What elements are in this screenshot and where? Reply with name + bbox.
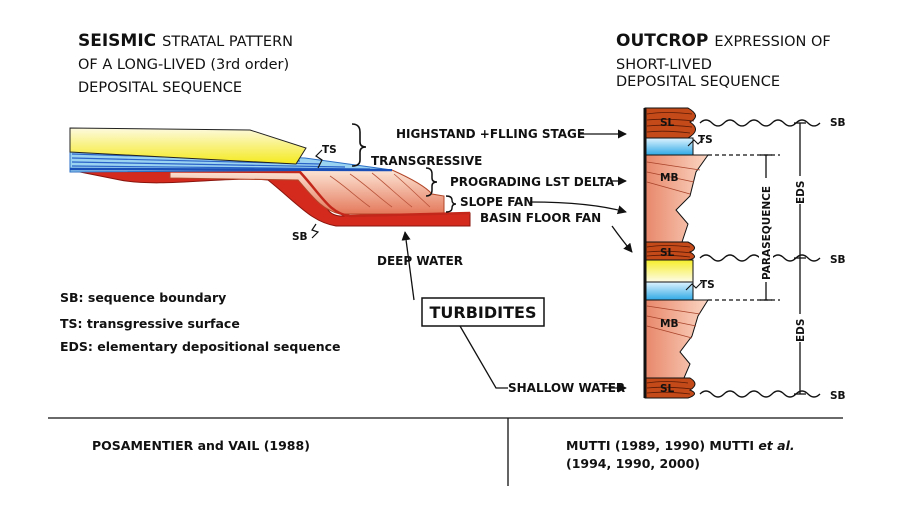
mb-layer-bottom	[644, 299, 709, 379]
legend-sb: SB: sequence boundary	[60, 290, 226, 305]
outcrop-column: SL SL SL MB MB TS TS	[643, 107, 715, 399]
sb-label-seismic: SB	[292, 231, 308, 243]
parasequence-label: PARASEQUENCE	[761, 186, 773, 280]
legend: SB: sequence boundary TS: transgressive …	[60, 290, 341, 354]
highstand-wedge	[69, 127, 307, 165]
ts-pointer	[315, 149, 323, 169]
ts-label-top: TS	[698, 134, 713, 146]
middle-labels: HIGHSTAND +FLLING STAGE TRANSGRESSIVE PR…	[371, 127, 633, 395]
reference-right-line2: (1994, 1990, 2000)	[566, 456, 700, 471]
legend-eds: EDS: elementary depositional sequence	[60, 339, 341, 354]
ts-layer-bottom	[644, 281, 694, 301]
eds-label-top: EDS	[795, 181, 807, 204]
sl-label-middle: SL	[660, 247, 675, 259]
transgressive-brace	[425, 167, 438, 197]
shallow-water-leader	[459, 325, 508, 389]
seismic-section: TS SB	[69, 123, 471, 243]
sb-label-bottom: SB	[830, 390, 846, 402]
sl-layer-top	[644, 107, 696, 139]
mb-layer-top	[644, 154, 709, 243]
ts-layer-top	[644, 137, 694, 156]
deep-water-label: DEEP WATER	[377, 254, 463, 268]
sb-pointer	[311, 223, 320, 239]
highstand-brace	[351, 123, 367, 167]
reference-left: POSAMENTIER and VAIL (1988)	[92, 438, 310, 453]
slope-fan-brace	[445, 195, 457, 213]
highstand-layer-bottom	[644, 259, 694, 283]
turbidites-label: TURBIDITES	[430, 303, 537, 322]
svg-text:DEPOSITAL SEQUENCE: DEPOSITAL SEQUENCE	[616, 74, 780, 90]
sb-label-middle: SB	[830, 254, 846, 266]
shallow-water-label: SHALLOW WATER	[508, 381, 625, 395]
svg-text:SHORT-LIVED: SHORT-LIVED	[616, 57, 712, 73]
sl-label-bottom: SL	[660, 383, 675, 395]
slope-fan-label: SLOPE FAN	[460, 195, 533, 209]
sb-wave-top	[699, 119, 821, 127]
sl-label-top: SL	[660, 117, 675, 129]
reference-right-line1: MUTTI (1989, 1990) MUTTI et al.	[566, 438, 795, 453]
transgressive-label: TRANSGRESSIVE	[371, 154, 482, 168]
eds-label-bottom: EDS	[795, 319, 807, 342]
highstand-label: HIGHSTAND +FLLING STAGE	[396, 127, 585, 141]
ts-label-bottom: TS	[700, 279, 715, 291]
sb-label-top: SB	[830, 117, 846, 129]
prograding-label: PROGRADING LST DELTA	[450, 175, 615, 189]
ts-label-seismic: TS	[322, 144, 337, 156]
outcrop-annotations	[699, 119, 821, 398]
mb-label-bottom: MB	[660, 318, 678, 330]
legend-ts: TS: transgressive surface	[60, 316, 240, 331]
sequence-boundary-line	[69, 169, 471, 218]
mb-label-top: MB	[660, 172, 678, 184]
turbidites-box	[421, 297, 545, 327]
outcrop-side-labels: PARASEQUENCE EDS EDS SB SB SB	[759, 117, 846, 402]
svg-text:OF A LONG-LIVED (3rd order): OF A LONG-LIVED (3rd order)	[78, 57, 289, 73]
svg-text:DEPOSITAL SEQUENCE: DEPOSITAL SEQUENCE	[78, 80, 242, 96]
basin-floor-fan-label: BASIN FLOOR FAN	[480, 211, 601, 225]
clinoform-lines	[329, 172, 431, 208]
